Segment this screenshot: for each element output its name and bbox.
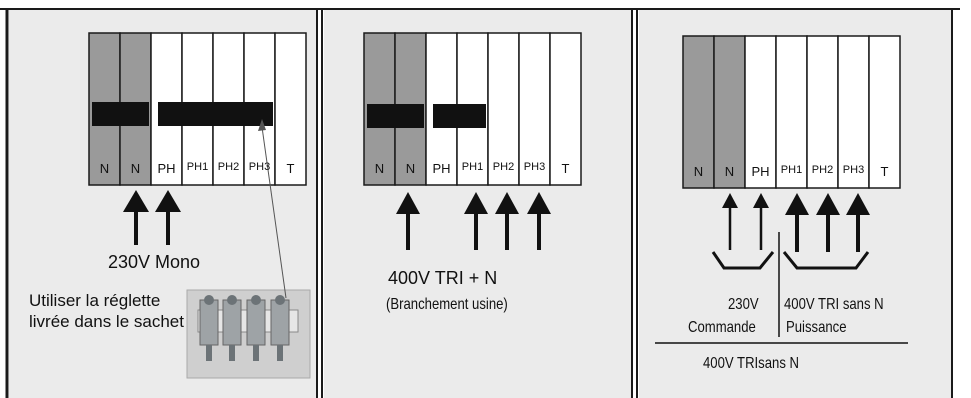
jumper-bar-4 bbox=[433, 104, 486, 128]
puissance-bracket bbox=[782, 251, 870, 270]
terminal-3-6 bbox=[837, 35, 870, 189]
terminal-2-6 bbox=[518, 32, 551, 186]
pointer-line bbox=[261, 126, 287, 299]
terminal-3-1 bbox=[682, 35, 715, 189]
terminal-strip-photo bbox=[186, 289, 311, 379]
arrow-icon bbox=[527, 192, 551, 214]
terminal-3-4 bbox=[775, 35, 808, 189]
terminal-label: PH1 bbox=[461, 161, 484, 173]
panel-2-sublabel: (Branchement usine) bbox=[386, 296, 508, 313]
panel-1-note: Utiliser la réglette livrée dans le sach… bbox=[29, 291, 184, 331]
panel-3-left-label: Commande bbox=[688, 319, 756, 336]
terminal-label: T bbox=[286, 161, 295, 176]
arrow-icon bbox=[464, 192, 488, 214]
arrow-icon bbox=[846, 193, 870, 215]
terminal-label: PH2 bbox=[217, 161, 240, 173]
terminal-label: PH1 bbox=[186, 161, 209, 173]
terminal-label: PH bbox=[751, 164, 770, 179]
arrow-icon bbox=[753, 193, 769, 208]
arrow-icon bbox=[785, 193, 809, 215]
terminal-label: PH3 bbox=[842, 164, 865, 176]
jumper-bar-2 bbox=[158, 102, 273, 126]
terminal-2-7 bbox=[549, 32, 582, 186]
terminal-label: T bbox=[561, 161, 570, 176]
terminal-2-5 bbox=[487, 32, 520, 186]
terminal-label: PH bbox=[432, 161, 451, 176]
jumper-bar-1 bbox=[92, 102, 149, 126]
arrow-icon bbox=[123, 190, 149, 212]
pointer-arrowhead bbox=[258, 119, 266, 131]
panel-3-right-voltage: 400V TRI sans N bbox=[784, 296, 884, 313]
arrow-icon bbox=[155, 190, 181, 212]
arrow-icon bbox=[495, 192, 519, 214]
terminal-label: N bbox=[693, 164, 704, 179]
terminal-label: PH1 bbox=[780, 164, 803, 176]
terminal-3-2 bbox=[713, 35, 746, 189]
terminal-3-5 bbox=[806, 35, 839, 189]
arrow-icon bbox=[816, 193, 840, 215]
terminal-3-7 bbox=[868, 35, 901, 189]
terminal-label: N bbox=[374, 161, 385, 176]
panel-3-left-voltage: 230V bbox=[728, 296, 759, 313]
panel-3-bottom-label: 400V TRIsans N bbox=[703, 355, 800, 372]
arrow-icon bbox=[396, 192, 420, 214]
terminal-label: PH2 bbox=[492, 161, 515, 173]
terminal-label: PH3 bbox=[248, 161, 271, 173]
arrow-icon bbox=[722, 193, 738, 208]
terminal-label: PH3 bbox=[523, 161, 546, 173]
commande-bracket bbox=[711, 251, 775, 270]
terminal-label: N bbox=[724, 164, 735, 179]
terminal-1-7 bbox=[274, 32, 307, 186]
panel-1-label: 230V Mono bbox=[108, 252, 201, 272]
terminal-label: T bbox=[880, 164, 889, 179]
panel-2-label: 400V TRI + N bbox=[388, 268, 498, 288]
terminal-label: N bbox=[130, 161, 141, 176]
jumper-bar-3 bbox=[367, 104, 424, 128]
terminal-label: N bbox=[405, 161, 416, 176]
terminal-label: PH2 bbox=[811, 164, 834, 176]
terminal-label: PH bbox=[157, 161, 176, 176]
panel-3-right-label: Puissance bbox=[786, 319, 847, 336]
terminal-label: N bbox=[99, 161, 110, 176]
